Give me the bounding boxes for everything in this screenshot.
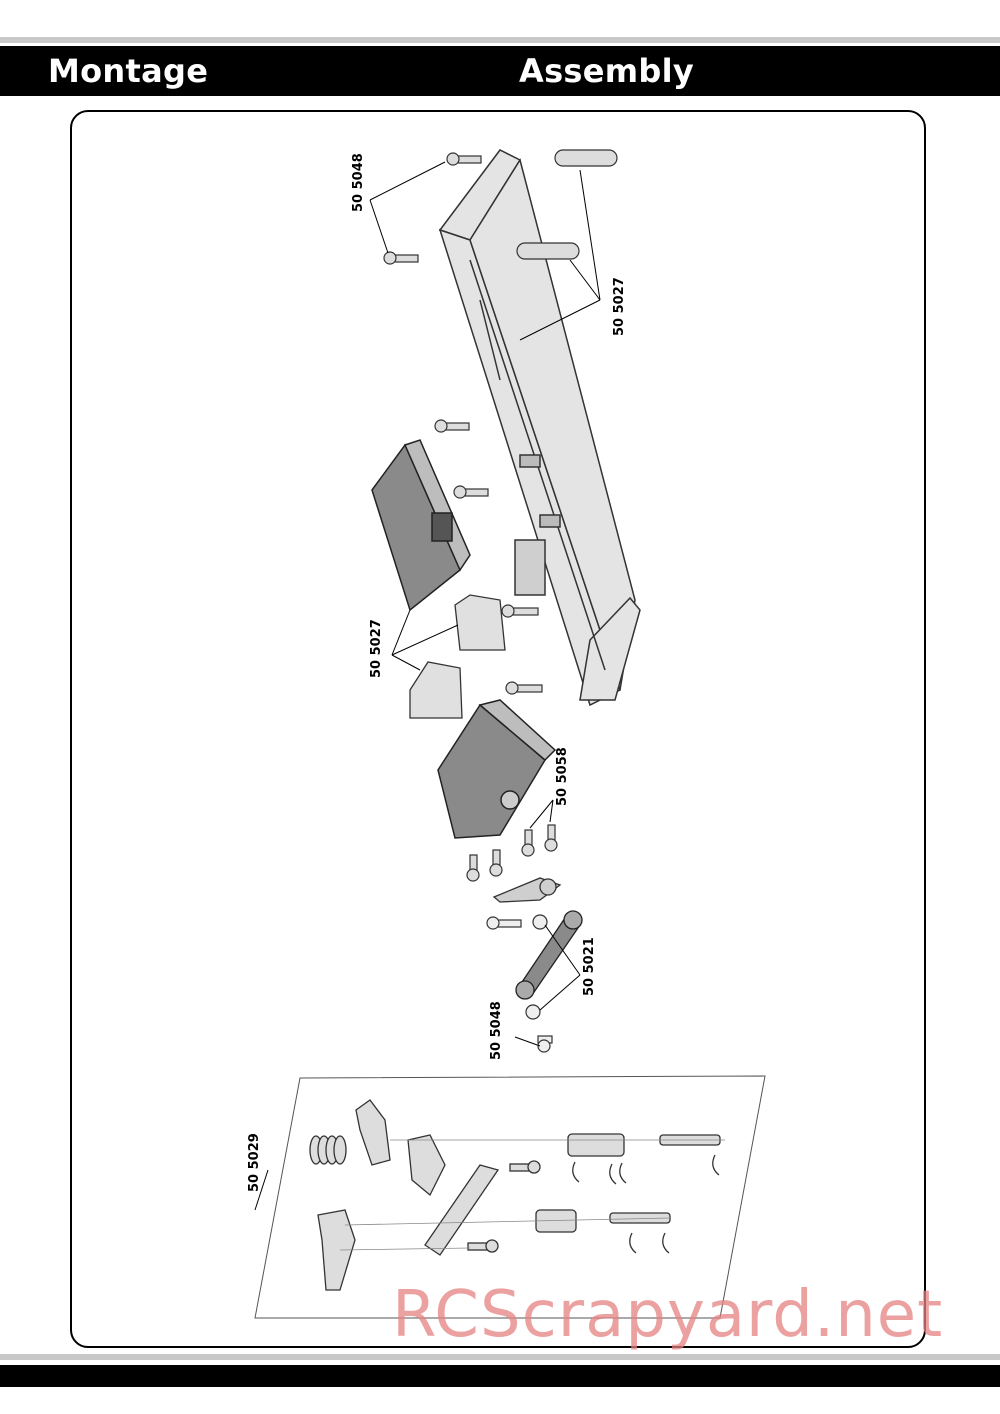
leader-lines-servo-screws <box>529 799 554 829</box>
label-mounts: 50 5027 <box>369 619 384 678</box>
bottom-rule <box>0 1354 1000 1360</box>
assembly-axis-lines <box>339 1139 725 1251</box>
bellcrank <box>317 1209 356 1291</box>
saver-arm-upper <box>355 1099 391 1166</box>
label-servo-screws: 50 5058 <box>555 747 570 806</box>
footer-bar <box>0 1365 1000 1387</box>
drag-link <box>424 1164 500 1256</box>
top-posts <box>516 149 618 260</box>
diagram-frame <box>70 110 926 1348</box>
top-screws <box>383 152 482 265</box>
saver-kit-parts <box>309 1099 721 1291</box>
servo <box>437 699 557 839</box>
servo-mounts <box>409 594 506 719</box>
watermark: RCScrapyard.net <box>392 1278 944 1352</box>
top-rule <box>0 37 1000 43</box>
leader-lines-linkage <box>539 924 581 1011</box>
label-saver-kit: 50 5029 <box>247 1133 262 1192</box>
saver-kit-panel <box>254 1075 766 1319</box>
spring <box>309 1135 347 1165</box>
ball-ends <box>486 914 553 1053</box>
title-german: Montage <box>48 52 209 90</box>
mount-screws <box>501 604 543 695</box>
servo-screws <box>466 824 558 882</box>
saver-arm-lower <box>407 1134 446 1197</box>
receiver-screws <box>434 419 489 499</box>
servo-horn <box>492 877 562 903</box>
receiver-box <box>371 439 471 612</box>
header-bar: Montage Assembly <box>0 46 1000 96</box>
linkage-rod <box>515 910 583 1000</box>
label-top-screws: 50 5048 <box>351 153 366 212</box>
label-bottom-screw: 50 5048 <box>489 1001 504 1060</box>
label-top-posts: 50 5027 <box>612 277 627 336</box>
leader-lines-mounts <box>391 609 459 671</box>
clips <box>572 1154 720 1254</box>
leader-lines-top-posts <box>519 169 601 341</box>
chassis-rail <box>438 149 641 707</box>
leader-lines-top-screws <box>369 161 446 254</box>
title-english: Assembly <box>519 52 695 90</box>
label-linkage: 50 5021 <box>582 937 597 996</box>
